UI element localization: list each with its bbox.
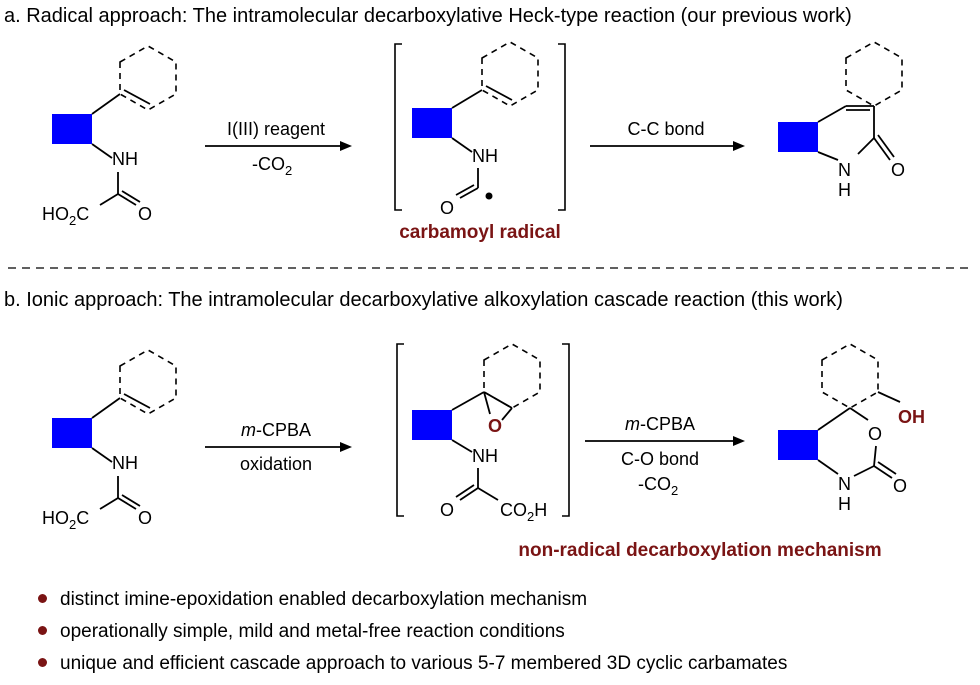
list-item: distinct imine-epoxidation enabled decar… xyxy=(38,585,787,617)
ho2c-group: HO2C xyxy=(42,508,89,532)
carbonyl-o: O xyxy=(440,500,454,520)
feature-list: distinct imine-epoxidation enabled decar… xyxy=(38,585,787,681)
cyclohexene-ring xyxy=(119,45,177,111)
ring-oxygen: O xyxy=(868,424,882,444)
list-item-text: unique and efficient cascade approach to… xyxy=(60,653,788,674)
a-arrow-2: C-C bond xyxy=(590,119,745,151)
n-label: N xyxy=(838,160,851,180)
section-b-title: b. Ionic approach: The intramolecular de… xyxy=(4,289,843,311)
a-intermediate: NH O carbamoyl radical xyxy=(394,41,566,243)
a-starting-material: NH O HO2C xyxy=(42,45,177,228)
carbonyl-o: O xyxy=(138,204,152,224)
carbonyl-o: O xyxy=(440,198,454,218)
bracket-left xyxy=(394,43,402,211)
mechanism-label: non-radical decarboxylation mechanism xyxy=(518,540,881,561)
blue-block xyxy=(52,418,92,448)
blue-block xyxy=(412,108,452,138)
b-product: OH O O N H xyxy=(778,343,925,514)
list-item-text: operationally simple, mild and metal-fre… xyxy=(60,621,565,642)
carbonyl-o: O xyxy=(893,476,907,496)
list-item: operationally simple, mild and metal-fre… xyxy=(38,617,787,649)
hydroxyl-label: OH xyxy=(898,407,925,427)
n-label: N xyxy=(838,474,851,494)
b-arrow-1: m-CPBA oxidation xyxy=(205,420,352,474)
co2h-group: CO2H xyxy=(500,500,547,524)
nh-label: NH xyxy=(112,149,138,169)
a-reagent-bottom: -CO2 xyxy=(252,154,292,178)
ho2c-group: HO2C xyxy=(42,204,89,228)
a-product: O N H xyxy=(778,41,905,200)
a-step2-label: C-C bond xyxy=(627,119,704,139)
carbonyl-o: O xyxy=(891,160,905,180)
carbamoyl-radical-label: carbamoyl radical xyxy=(399,222,561,243)
b-arrow-2: m-CPBA C-O bond -CO2 xyxy=(585,414,745,498)
b-reagent-1-bottom: oxidation xyxy=(240,454,312,474)
cyclohexane-ring xyxy=(483,343,541,409)
bracket-left xyxy=(396,343,404,517)
b-reagent-2-bottom: -CO2 xyxy=(638,474,678,498)
radical-dot xyxy=(485,192,493,200)
b-reagent-2-mid: C-O bond xyxy=(621,449,699,469)
blue-block xyxy=(52,114,92,144)
nh-label: NH xyxy=(472,446,498,466)
a-arrow-1: I(III) reagent -CO2 xyxy=(205,119,352,178)
cyclohexane-ring xyxy=(845,41,903,107)
h-label: H xyxy=(838,180,851,200)
bullet-dot-icon xyxy=(38,658,47,667)
section-a-title: a. Radical approach: The intramolecular … xyxy=(4,5,852,27)
cyclohexane-ring xyxy=(821,343,879,409)
epoxide-oxygen: O xyxy=(488,416,502,436)
list-item-text: distinct imine-epoxidation enabled decar… xyxy=(60,589,588,610)
blue-block xyxy=(778,122,818,152)
blue-block xyxy=(778,430,818,460)
nh-label: NH xyxy=(112,453,138,473)
cyclohexene-ring xyxy=(481,41,539,107)
b-starting-material: NH O HO2C xyxy=(42,349,177,532)
bracket-right xyxy=(562,343,570,517)
cyclohexene-ring xyxy=(119,349,177,415)
bracket-right xyxy=(558,43,566,211)
b-reagent-2: m-CPBA xyxy=(625,414,695,434)
bullet-dot-icon xyxy=(38,594,47,603)
b-reagent-1: m-CPBA xyxy=(241,420,311,440)
nh-label: NH xyxy=(472,146,498,166)
carbonyl-o: O xyxy=(138,508,152,528)
h-label: H xyxy=(838,494,851,514)
b-intermediate: O NH O CO2H xyxy=(396,343,570,524)
bullet-dot-icon xyxy=(38,626,47,635)
a-reagent-top: I(III) reagent xyxy=(227,119,325,139)
list-item: unique and efficient cascade approach to… xyxy=(38,649,787,681)
blue-block xyxy=(412,410,452,440)
